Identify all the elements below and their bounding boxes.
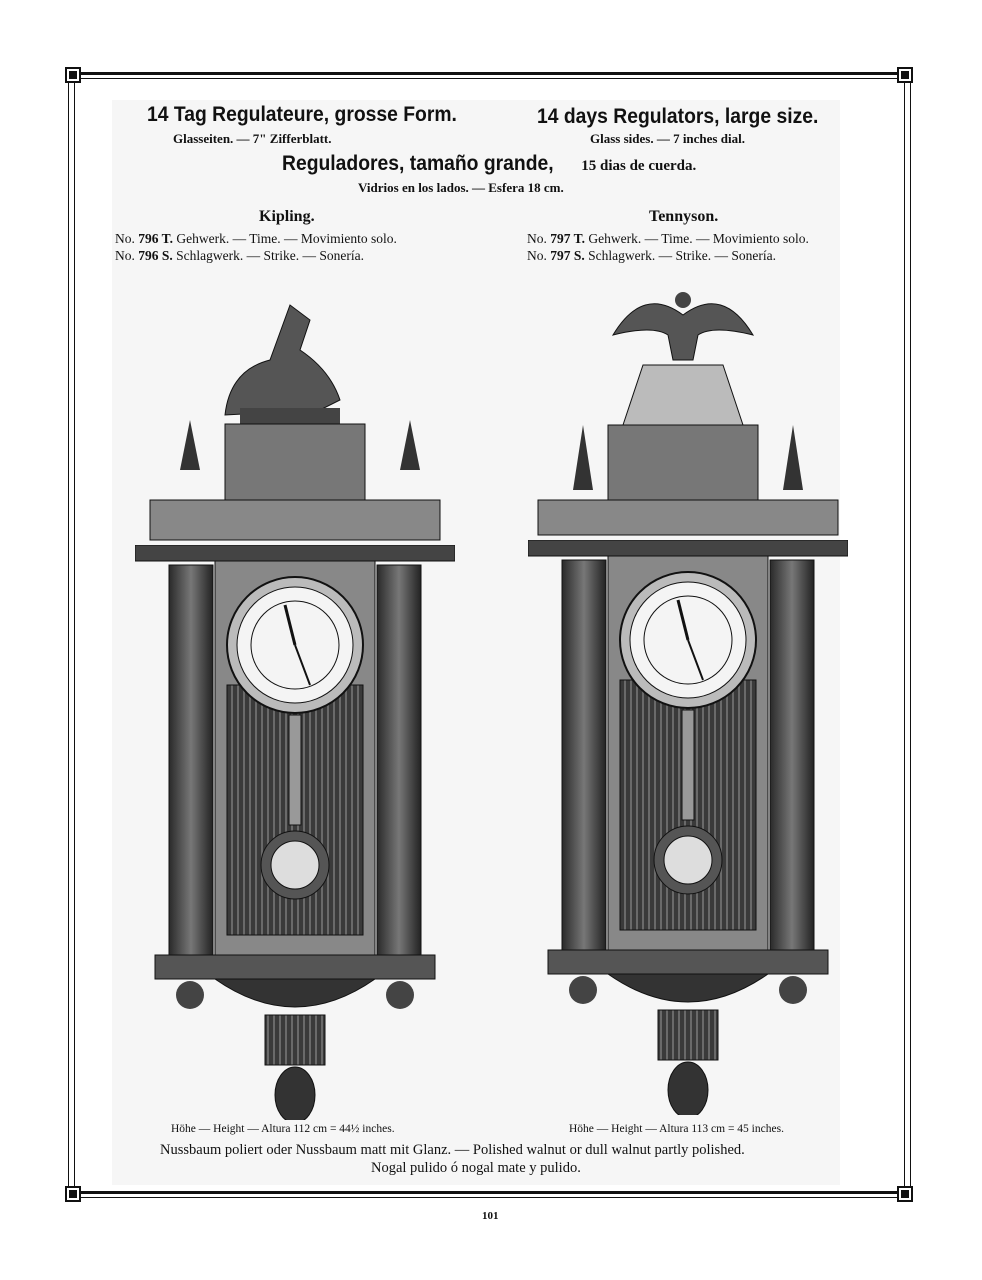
finish-description-spanish: Nogal pulido ó nogal mate y pulido. (371, 1160, 581, 1176)
height-kipling: Höhe — Height — Altura 112 cm = 44½ inch… (171, 1123, 395, 1135)
model-row: No. 797 S. Schlagwerk. — Strike. — Soner… (527, 248, 776, 263)
finish-description: Nussbaum poliert oder Nussbaum matt mit … (160, 1142, 745, 1158)
corner-ornament (65, 67, 81, 83)
model-name-kipling: Kipling. (259, 208, 315, 225)
frame-left-rule-inner (74, 78, 75, 1192)
german-title: 14 Tag Regulateure, grosse Form. (147, 103, 457, 126)
height-tennyson: Höhe — Height — Altura 113 cm = 45 inche… (569, 1123, 784, 1135)
spanish-title-small: 15 dias de cuerda. (581, 158, 697, 174)
spanish-subtitle: Vidrios en los lados. — Esfera 18 cm. (358, 180, 564, 195)
clock-crown (224, 423, 366, 505)
frame-bottom-rule-thin (74, 1197, 906, 1198)
corner-ornament (897, 1186, 913, 1202)
frame-right-rule (904, 78, 905, 1192)
frame-right-rule-inner (910, 78, 911, 1192)
frame-bottom-rule (74, 1191, 906, 1194)
german-subtitle: Glasseiten. — 7" Zifferblatt. (173, 131, 332, 146)
frame-left-rule (68, 78, 69, 1192)
english-subtitle: Glass sides. — 7 inches dial. (590, 131, 745, 146)
corner-ornament (65, 1186, 81, 1202)
model-name-tennyson: Tennyson. (649, 208, 719, 225)
frame-top-rule-thin (74, 78, 906, 79)
model-row: No. 796 S. Schlagwerk. — Strike. — Soner… (115, 248, 364, 263)
clock-crown (622, 364, 744, 426)
frame-top-rule (74, 72, 906, 75)
spanish-title-line: Reguladores, tamaño grande, 15 dias de c… (282, 152, 696, 176)
model-row: No. 796 T. Gehwerk. — Time. — Movimiento… (115, 231, 397, 246)
eagle-figure-icon (611, 292, 755, 361)
spanish-title: Reguladores, tamaño grande, (282, 152, 554, 175)
model-row: No. 797 T. Gehwerk. — Time. — Movimiento… (527, 231, 809, 246)
horse-figure-icon (224, 304, 341, 424)
page-number: 101 (482, 1210, 499, 1222)
english-title: 14 days Regulators, large size. (537, 105, 819, 128)
clock-illustration-kipling (135, 304, 455, 1120)
clock-illustration-tennyson (528, 292, 848, 1115)
corner-ornament (897, 67, 913, 83)
